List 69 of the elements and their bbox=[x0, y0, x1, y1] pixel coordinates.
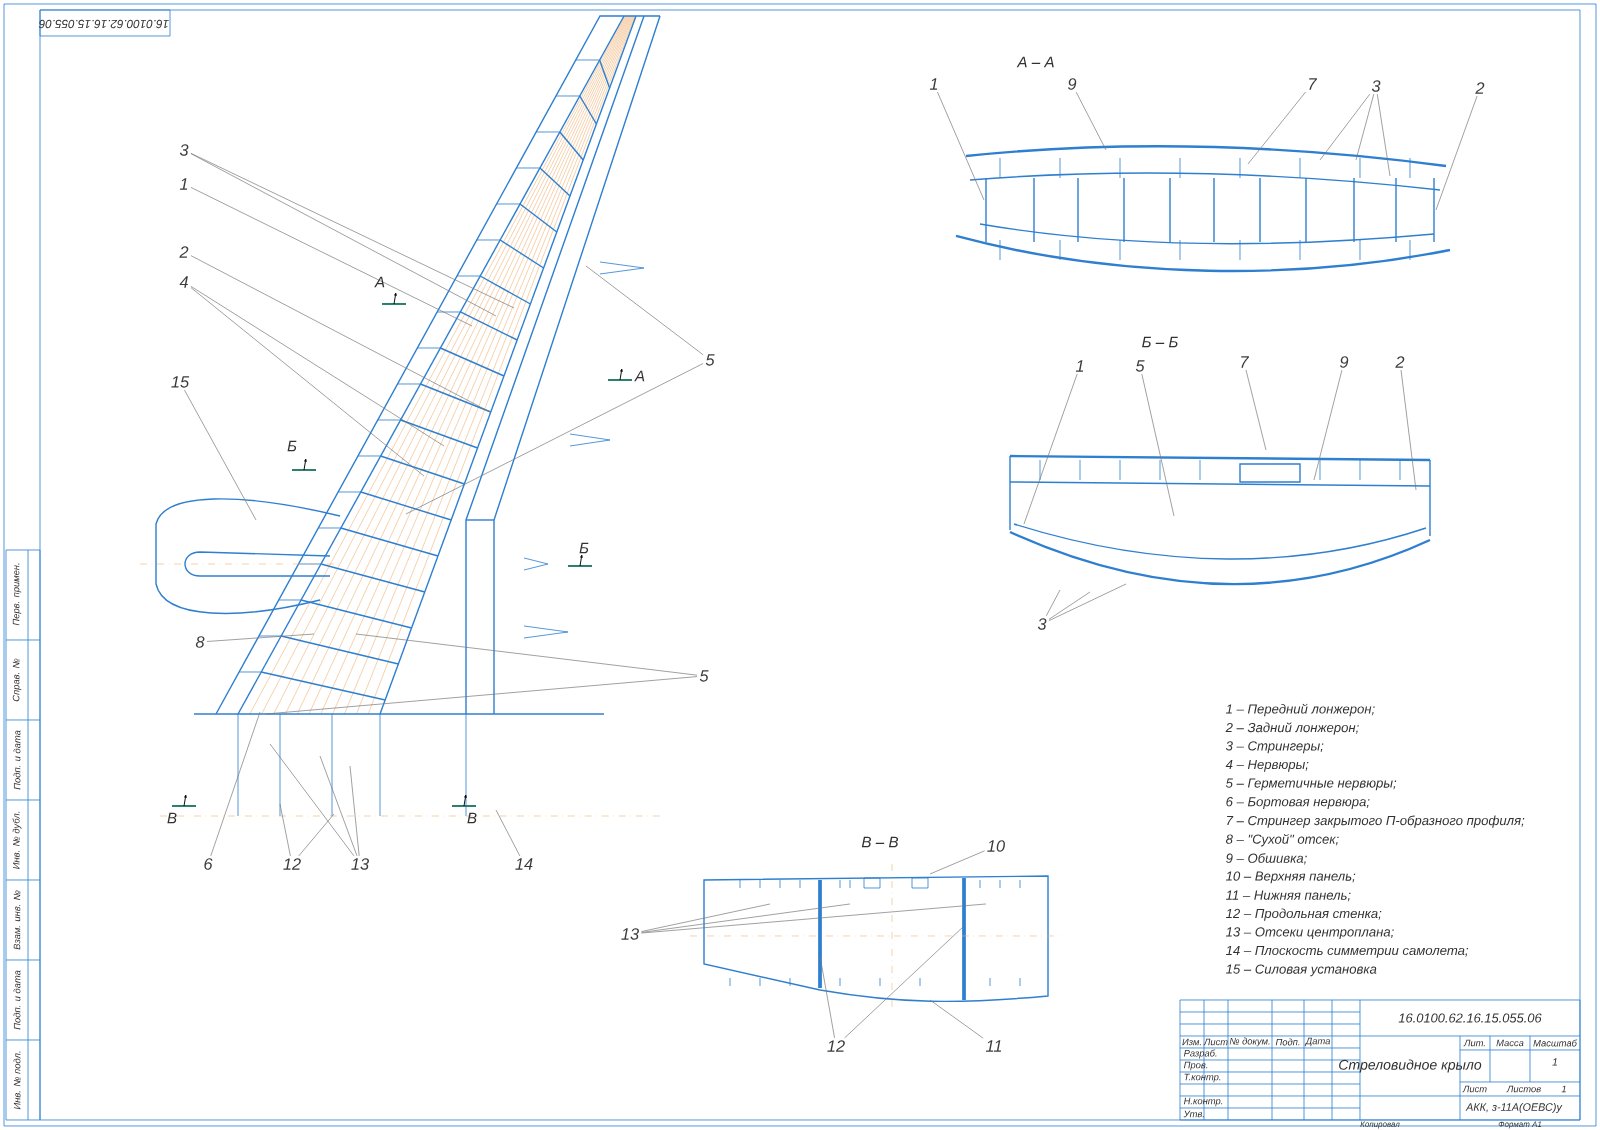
callout-number: 9 bbox=[1068, 78, 1077, 90]
leader-line bbox=[1245, 369, 1267, 451]
leader-line bbox=[190, 287, 425, 477]
leader-line bbox=[1048, 591, 1091, 620]
leader-line bbox=[929, 999, 984, 1039]
leader-line bbox=[1075, 91, 1107, 151]
section-drawing bbox=[1009, 454, 1431, 586]
callout-number: 1 bbox=[1075, 360, 1084, 372]
leader-line bbox=[844, 925, 965, 1039]
callout-number: 4 bbox=[179, 276, 188, 288]
leader-line bbox=[298, 813, 335, 857]
leader-line bbox=[269, 743, 355, 857]
callout-number: 2 bbox=[1475, 82, 1485, 94]
callout-number: 1 bbox=[929, 78, 938, 90]
leader-line bbox=[641, 903, 987, 934]
callout-number: 5 bbox=[1135, 360, 1145, 372]
leader-line bbox=[1247, 91, 1306, 165]
leader-line bbox=[210, 711, 261, 857]
callout-number: 13 bbox=[351, 858, 369, 870]
leader-line bbox=[184, 389, 257, 521]
callout-number: 15 bbox=[171, 376, 190, 388]
leader-line bbox=[585, 265, 704, 356]
leader-line bbox=[1023, 373, 1078, 525]
leader-line bbox=[819, 955, 835, 1039]
leader-line bbox=[206, 633, 315, 642]
callout-number: 3 bbox=[1371, 80, 1381, 92]
callout-number: 12 bbox=[283, 858, 301, 870]
callout-number: 14 bbox=[515, 858, 533, 870]
leader-line bbox=[279, 803, 291, 857]
leader-line bbox=[319, 755, 358, 857]
leader-line bbox=[355, 633, 698, 676]
section-drawing bbox=[689, 863, 1061, 1011]
callout-number: 12 bbox=[827, 1040, 845, 1052]
leader-line bbox=[641, 903, 771, 932]
leader-line bbox=[1319, 93, 1371, 161]
callout-number: 11 bbox=[985, 1040, 1002, 1052]
leader-line bbox=[1435, 95, 1478, 211]
leader-line bbox=[1141, 373, 1175, 517]
callout-number: 7 bbox=[1309, 78, 1318, 90]
leader-line bbox=[349, 765, 360, 857]
leader-line bbox=[1313, 369, 1343, 481]
callout-number: 6 bbox=[204, 858, 213, 870]
leader-line bbox=[929, 850, 985, 875]
callout-number: 7 bbox=[1241, 356, 1250, 368]
leader-line bbox=[1045, 589, 1061, 617]
callout-number: 5 bbox=[705, 354, 715, 366]
leader-line bbox=[405, 363, 704, 515]
section-drawing bbox=[955, 145, 1451, 272]
callout-number: 3 bbox=[179, 144, 189, 156]
callout-number: 10 bbox=[987, 840, 1005, 852]
leader-line bbox=[1376, 93, 1391, 177]
callout-number: 2 bbox=[179, 246, 189, 258]
callout-number: 13 bbox=[621, 928, 639, 940]
leader-line bbox=[265, 676, 698, 715]
leader-line bbox=[190, 286, 445, 447]
leader-line bbox=[937, 91, 985, 201]
callout-number: 3 bbox=[1037, 618, 1047, 630]
callout-number: 8 bbox=[195, 636, 205, 648]
leader-line bbox=[190, 255, 491, 413]
leader-line bbox=[641, 903, 851, 933]
leader-line bbox=[1355, 93, 1375, 161]
callout-number: 9 bbox=[1340, 356, 1349, 368]
leader-line bbox=[1400, 369, 1417, 491]
callout-number: 2 bbox=[1395, 356, 1405, 368]
callout-number: 5 bbox=[699, 670, 709, 682]
callout-number: 1 bbox=[179, 178, 188, 190]
leader-line bbox=[495, 809, 521, 857]
leader-line bbox=[1048, 583, 1127, 622]
leader-line bbox=[190, 187, 473, 327]
